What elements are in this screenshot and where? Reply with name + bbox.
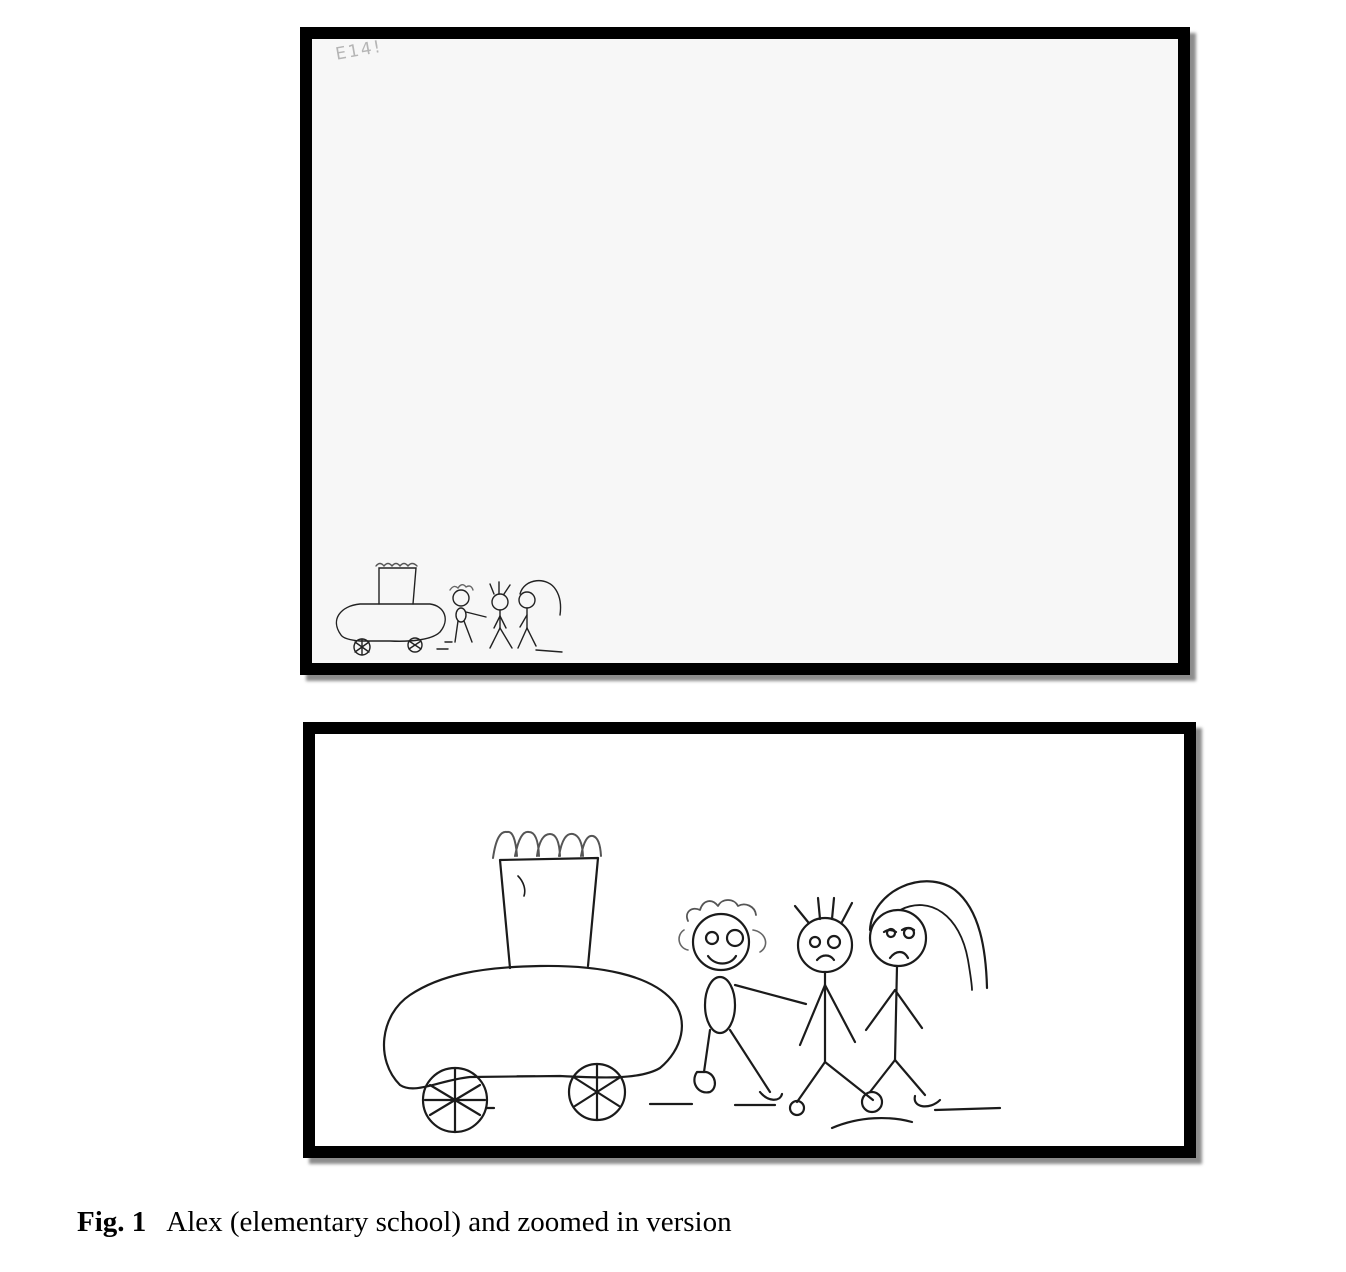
child-drawing-small: [335, 562, 563, 656]
person-1-sketch-small: [444, 584, 487, 643]
full-drawing-panel: E14!: [300, 27, 1190, 675]
figure-caption-text: Alex (elementary school) and zoomed in v…: [166, 1206, 732, 1238]
person-3-sketch-zoomed: [864, 880, 1002, 1112]
car-sketch-small: [335, 562, 446, 656]
person-1-sketch-zoomed: [648, 899, 808, 1107]
zoomed-drawing-panel: [303, 722, 1196, 1158]
child-drawing-zoomed: [382, 830, 1002, 1134]
figure-label: Fig. 1: [77, 1206, 147, 1238]
person-3-sketch-small: [517, 580, 563, 653]
car-sketch-zoomed: [382, 830, 683, 1134]
person-2-sketch-zoomed: [788, 896, 914, 1130]
figure-caption: Fig. 1 Alex (elementary school) and zoome…: [77, 1206, 732, 1239]
person-2-sketch-small: [489, 581, 513, 649]
